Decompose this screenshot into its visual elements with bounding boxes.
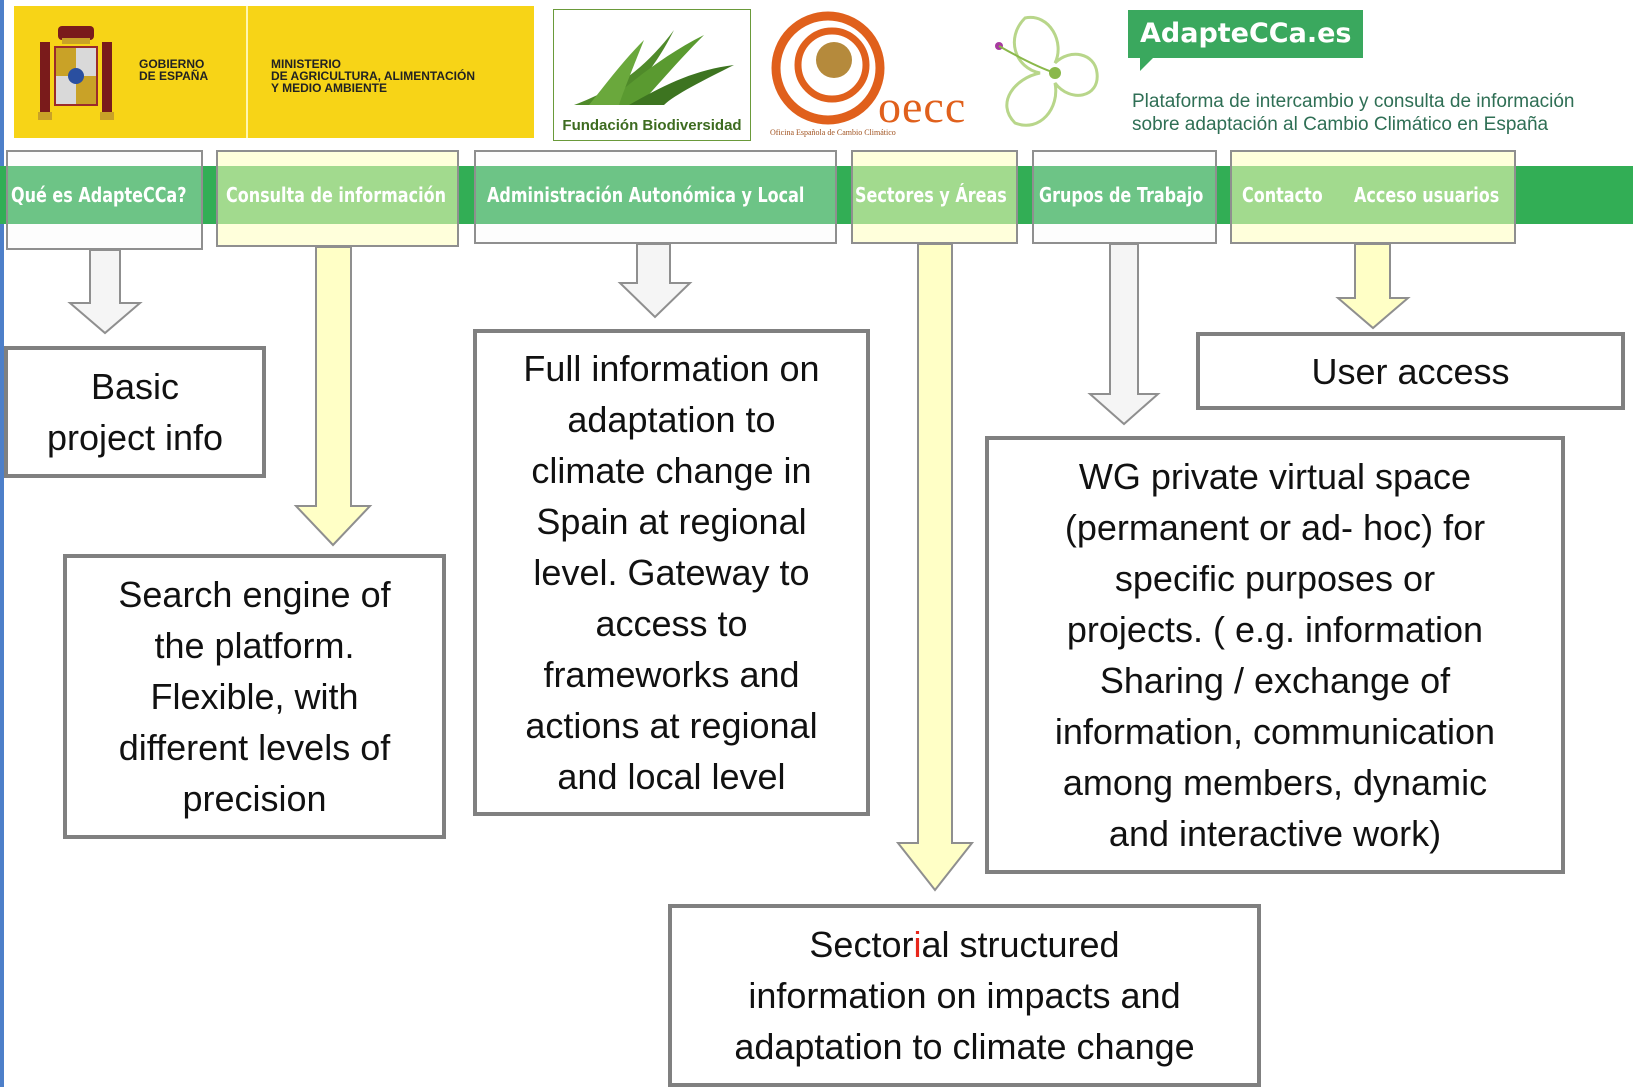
arrow-wg [1087,243,1161,426]
nav-que-es-adaptecca[interactable]: Qué es AdapteCCa? [11,183,187,207]
arrow-full-info [617,243,693,319]
arrow-search [293,246,373,547]
box-basic-project-info: Basic project info [4,346,266,478]
box-user-text: User access [1311,350,1510,392]
ministerio-text: MINISTERIO DE AGRICULTURA, ALIMENTACIÓN … [271,57,475,95]
nav-acceso-usuarios[interactable]: Acceso usuarios [1354,183,1500,207]
frame-grupos [1032,150,1217,244]
nav-consulta-informacion[interactable]: Consulta de información [226,183,446,207]
frame-acceso [1230,150,1516,244]
adaptecca-badge-tail [1140,57,1154,71]
nav-grupos-trabajo[interactable]: Grupos de Trabajo [1039,183,1204,207]
box-sectorial-text: Sectorial structured information on impa… [734,919,1194,1072]
box-search-engine: Search engine of the platform. Flexible,… [63,554,446,839]
oecc-subtitle: Oficina Española de Cambio Climático [770,128,896,137]
coat-of-arms-icon [38,26,114,120]
grass-icon [574,30,734,105]
frame-consulta [216,150,459,247]
sectorial-highlight: i [913,924,922,965]
oecc-logo: oecc Oficina Española de Cambio Climátic… [770,10,970,142]
sectorial-post: al structured information on impacts and… [734,924,1195,1067]
box-search-text: Search engine of the platform. Flexible,… [118,574,391,819]
gobierno-espana-logo: GOBIERNO DE ESPAÑA MINISTERIO DE AGRICUL… [14,6,534,138]
adaptecca-emblem-icon [995,16,1099,127]
gobierno-text: GOBIERNO DE ESPAÑA [139,57,209,83]
frame-sectores [851,150,1018,244]
adaptecca-badge: AdapteCCa.es [1128,10,1364,58]
arrow-basic [67,249,143,335]
adaptecca-description: Plataforma de intercambio y consulta de … [1132,91,1575,135]
fundacion-label: Fundación Biodiversidad [562,117,742,134]
nav-administracion-autonomica[interactable]: Administración Autonómica y Local [487,183,805,207]
arrow-sectorial [895,243,975,892]
box-sectorial-info: Sectorial structured information on impa… [668,904,1261,1087]
sectorial-pre: Sector [809,924,914,965]
box-wg-private-space: WG private virtual space (permanent or a… [985,436,1565,874]
nav-contacto[interactable]: Contacto [1242,183,1323,207]
box-wg-text: WG private virtual space (permanent or a… [1054,456,1496,854]
box-user-access: User access [1196,332,1625,410]
gov-divider [246,6,248,138]
frame-que-es [6,150,203,250]
frame-administracion [474,150,837,244]
oecc-word: oecc [878,81,967,132]
nav-sectores-areas[interactable]: Sectores y Áreas [855,183,1007,207]
fundacion-biodiversidad-logo: Fundación Biodiversidad [553,9,751,141]
oecc-rings-icon [771,11,885,125]
box-basic-text: Basic project info [46,366,224,458]
left-edge-stripe [0,0,4,1087]
box-full-text: Full information on adaptation to climat… [523,348,820,797]
arrow-user [1335,243,1411,330]
box-full-information: Full information on adaptation to climat… [473,329,870,816]
